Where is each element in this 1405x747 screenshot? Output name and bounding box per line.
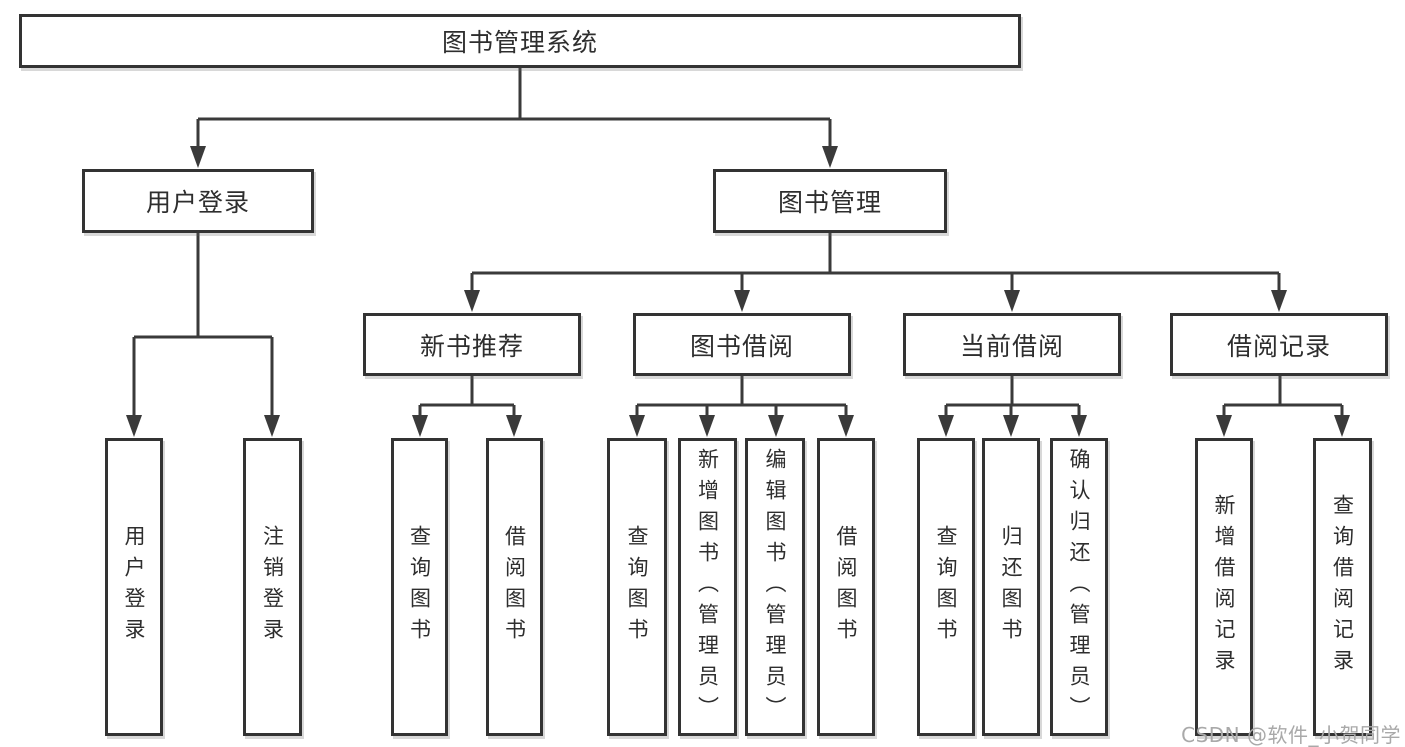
node-user-login: 用户登录 <box>82 169 314 233</box>
leaf-current-return-books-label: 归还图书 <box>999 525 1023 649</box>
leaf-user-login: 用户登录 <box>105 438 163 736</box>
leaf-current-confirm-return-admin-label: 确认归还（管理员） <box>1067 447 1091 727</box>
leaf-records-query-record-label: 查询借阅记录 <box>1330 494 1355 680</box>
leaf-borrow-edit-books-admin: 编辑图书（管理员） <box>745 438 805 736</box>
leaf-borrow-borrow-books: 借阅图书 <box>817 438 875 736</box>
node-root-system-label: 图书管理系统 <box>441 28 598 57</box>
node-user-login-label: 用户登录 <box>145 188 250 217</box>
node-current-borrowing: 当前借阅 <box>903 313 1121 376</box>
node-book-management: 图书管理 <box>713 169 947 233</box>
node-borrowing-records-label: 借阅记录 <box>1226 331 1331 361</box>
leaf-newbook-query-books: 查询图书 <box>391 438 448 736</box>
leaf-records-add-record: 新增借阅记录 <box>1195 438 1253 736</box>
leaf-current-return-books: 归还图书 <box>982 438 1040 736</box>
leaf-newbook-borrow-books: 借阅图书 <box>486 438 543 736</box>
leaf-newbook-borrow-books-label: 借阅图书 <box>502 525 527 649</box>
leaf-borrow-add-books-admin: 新增图书（管理员） <box>678 438 737 736</box>
leaf-current-confirm-return-admin: 确认归还（管理员） <box>1050 438 1108 736</box>
leaf-current-query-books: 查询图书 <box>917 438 975 736</box>
leaf-logout-label: 注销登录 <box>260 525 285 649</box>
arrow-down-icons <box>126 146 1350 437</box>
node-new-book-recommend: 新书推荐 <box>363 313 581 376</box>
node-book-borrowing-label: 图书借阅 <box>689 331 794 361</box>
node-borrowing-records: 借阅记录 <box>1170 313 1388 376</box>
node-root-system: 图书管理系统 <box>19 14 1021 68</box>
leaf-borrow-add-books-admin-label: 新增图书（管理员） <box>695 447 720 727</box>
node-book-borrowing: 图书借阅 <box>633 313 851 376</box>
leaf-user-login-label: 用户登录 <box>122 525 146 649</box>
node-book-management-label: 图书管理 <box>777 188 882 217</box>
leaf-newbook-query-books-label: 查询图书 <box>407 525 432 649</box>
csdn-watermark: CSDN @软件_小贺同学 <box>1181 723 1401 747</box>
leaf-records-query-record: 查询借阅记录 <box>1313 438 1372 736</box>
node-current-borrowing-label: 当前借阅 <box>959 331 1064 361</box>
leaf-borrow-query-books: 查询图书 <box>607 438 667 736</box>
node-new-book-recommend-label: 新书推荐 <box>419 331 524 361</box>
leaf-borrow-borrow-books-label: 借阅图书 <box>834 525 858 649</box>
leaf-current-query-books-label: 查询图书 <box>934 525 958 649</box>
leaf-logout: 注销登录 <box>243 438 302 736</box>
leaf-borrow-query-books-label: 查询图书 <box>625 525 649 649</box>
leaf-borrow-edit-books-admin-label: 编辑图书（管理员） <box>763 447 787 727</box>
leaf-records-add-record-label: 新增借阅记录 <box>1212 494 1236 680</box>
connector-path <box>132 68 1344 421</box>
